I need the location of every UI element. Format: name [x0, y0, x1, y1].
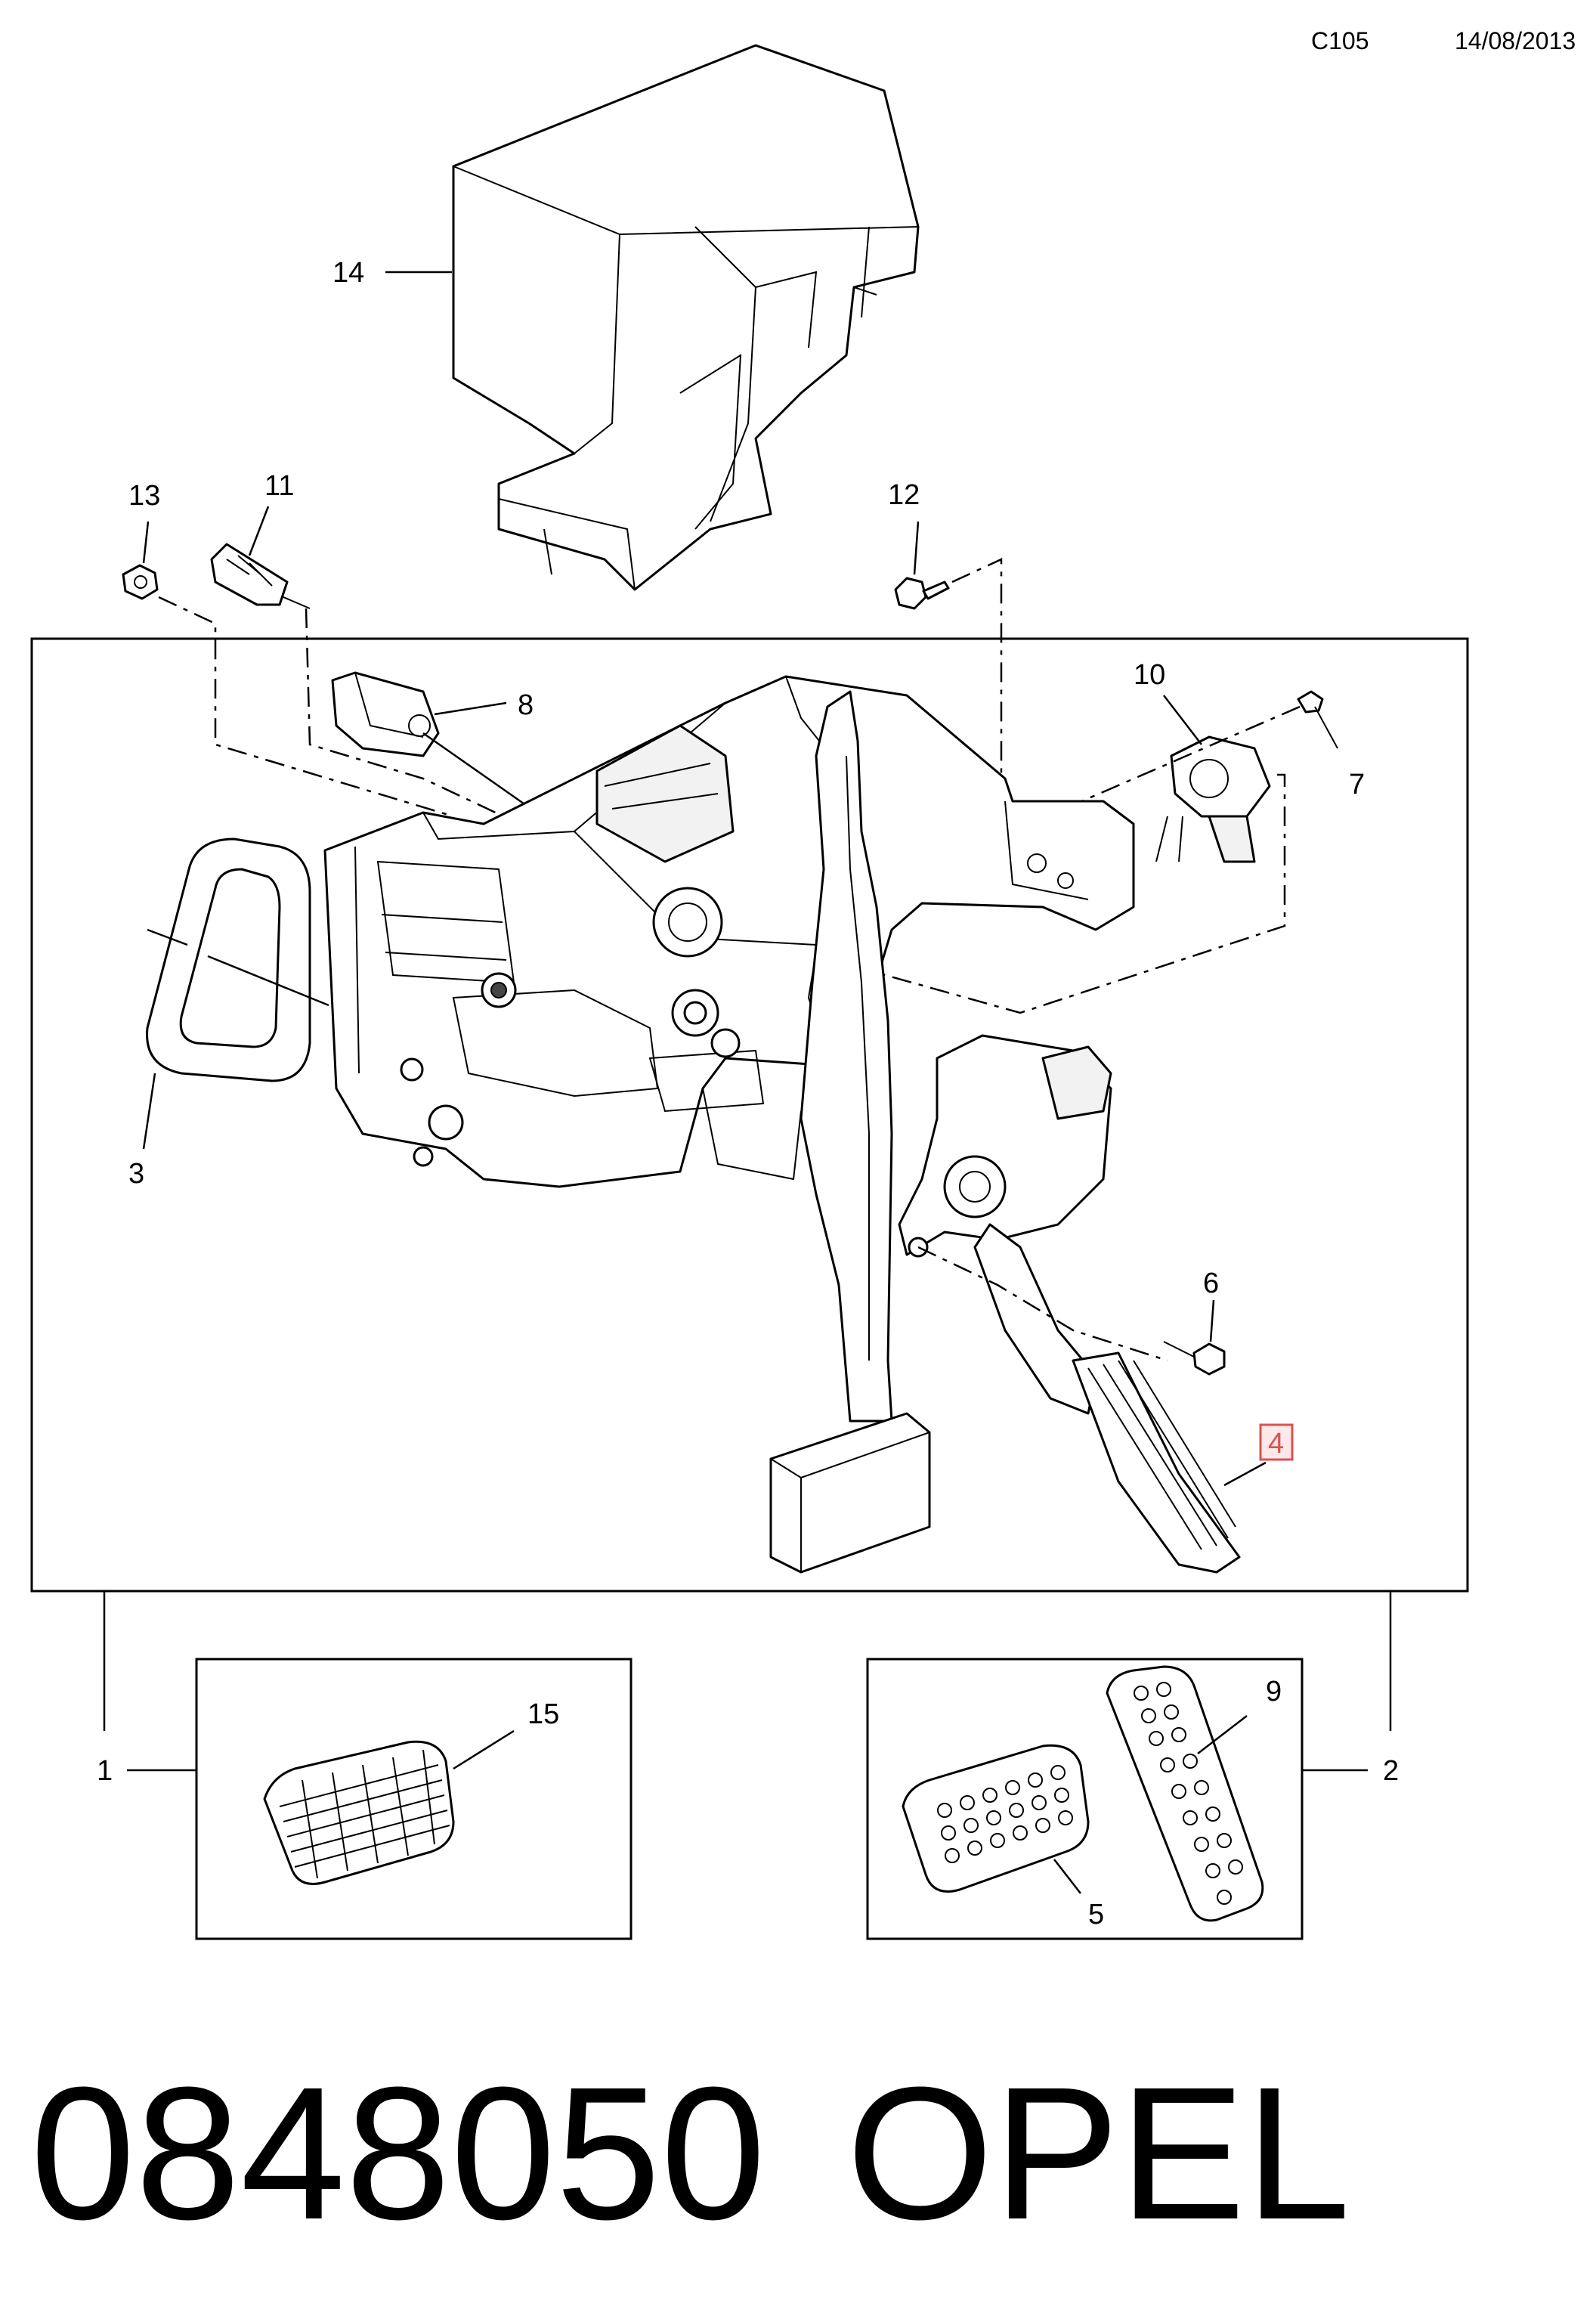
part-8-bracket — [331, 671, 440, 757]
callout-5: 5 — [1088, 1899, 1104, 1930]
callout-1: 1 — [97, 1755, 113, 1787]
callout-4[interactable]: 4 — [1268, 1428, 1284, 1460]
part-7-screw — [1297, 690, 1338, 749]
brake-pedal — [769, 690, 931, 1574]
part-number: 0848050 — [30, 2048, 766, 2259]
callout-3: 3 — [128, 1158, 144, 1190]
accelerator-pedal — [898, 1034, 1241, 1574]
callout-15: 15 — [527, 1698, 559, 1730]
callout-10: 10 — [1134, 659, 1165, 691]
callout-7: 7 — [1349, 769, 1365, 800]
kit-box-1 — [195, 1658, 633, 1940]
callout-13: 13 — [128, 480, 160, 512]
part-5-clutch-pad — [902, 1744, 1090, 1893]
part-6-screw — [1163, 1341, 1226, 1376]
pedal-box-housing — [323, 675, 1135, 1188]
kit-box-2 — [866, 1658, 1304, 1940]
callout-12: 12 — [888, 479, 920, 511]
callout-2: 2 — [1383, 1755, 1399, 1787]
part-14-cover — [452, 44, 920, 591]
part-10-sensor — [1155, 735, 1271, 863]
part-9-accelerator-pad — [1106, 1665, 1264, 1922]
callout-11: 11 — [264, 470, 294, 502]
callout-9: 9 — [1266, 1676, 1282, 1707]
part-13-nut — [122, 564, 159, 600]
callout-8: 8 — [518, 689, 534, 721]
callout-14: 14 — [332, 257, 364, 289]
part-11-switch — [210, 543, 311, 609]
part-15-pedal-pad — [263, 1740, 455, 1885]
brand-name: OPEL — [846, 2048, 1350, 2259]
part-3-gasket — [146, 837, 311, 1082]
diagram-date: 14/08/2013 — [1455, 27, 1576, 54]
callout-4-highlight[interactable] — [1259, 1423, 1294, 1461]
part-12-bolt — [894, 577, 950, 610]
diagram-code: C105 — [1311, 27, 1369, 54]
assembly-frame — [30, 637, 1469, 1593]
callout-6: 6 — [1203, 1268, 1219, 1299]
